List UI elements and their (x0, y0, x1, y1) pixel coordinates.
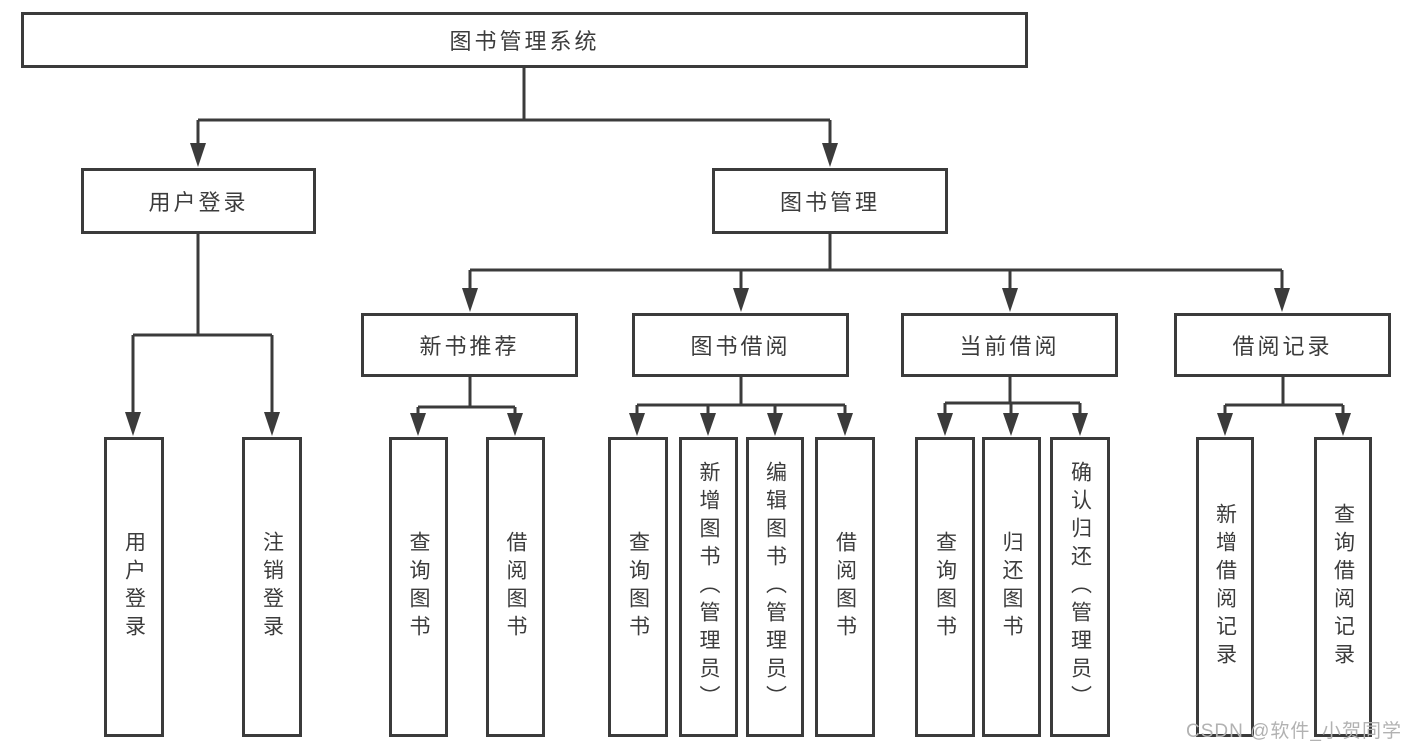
leaf-add-borrow-record-label: 新增借阅记录 (1213, 503, 1237, 671)
leaf-user-login: 用户登录 (104, 437, 164, 737)
arrowhead (1274, 288, 1290, 312)
node-borrow-records-label: 借阅记录 (1232, 334, 1333, 359)
leaf-add-books-admin-label: 新增图书（管理员） (697, 461, 720, 713)
leaf-user-login-label: 用户登录 (122, 531, 146, 643)
node-book-borrow-label: 图书借阅 (690, 334, 791, 359)
leaf-borrow-books: 借阅图书 (815, 437, 875, 737)
leaf-query-borrow-record: 查询借阅记录 (1314, 437, 1372, 737)
node-root: 图书管理系统 (21, 12, 1028, 68)
arrowhead (700, 413, 716, 436)
arrowhead (1335, 413, 1351, 436)
arrowhead (190, 143, 206, 167)
connector-new-book-recommend-children (410, 377, 523, 436)
leaf-query-books-borrow-label: 查询图书 (626, 531, 650, 643)
arrowhead (410, 413, 426, 436)
connector-book-management-to-level3 (462, 234, 1290, 312)
arrowhead (937, 413, 953, 436)
csdn-watermark: CSDN @软件_小贺同学 (1186, 721, 1402, 742)
connector-user-login-children (125, 234, 280, 436)
node-user-login-label: 用户登录 (148, 190, 249, 215)
leaf-logout-login-label: 注销登录 (260, 531, 284, 643)
leaf-query-books-borrow: 查询图书 (608, 437, 668, 737)
leaf-query-books-current-label: 查询图书 (933, 531, 957, 643)
arrowhead (1002, 288, 1018, 312)
leaf-confirm-return-admin: 确认归还（管理员） (1050, 437, 1110, 737)
arrowhead (1003, 413, 1019, 436)
leaf-query-books-current: 查询图书 (915, 437, 975, 737)
node-book-borrow: 图书借阅 (632, 313, 849, 377)
arrowhead (125, 412, 141, 436)
leaf-borrow-books-recommend-label: 借阅图书 (504, 531, 527, 643)
node-new-book-recommend: 新书推荐 (361, 313, 578, 377)
arrowhead (264, 412, 280, 436)
node-book-management-label: 图书管理 (779, 190, 880, 215)
leaf-edit-books-admin: 编辑图书（管理员） (746, 437, 804, 737)
leaf-query-books-recommend: 查询图书 (389, 437, 448, 737)
leaf-query-borrow-record-label: 查询借阅记录 (1331, 503, 1355, 671)
connector-current-borrow-children (937, 377, 1088, 436)
leaf-borrow-books-recommend: 借阅图书 (486, 437, 545, 737)
node-book-management: 图书管理 (712, 168, 948, 234)
leaf-confirm-return-admin-label: 确认归还（管理员） (1068, 461, 1092, 713)
connector-root-to-level2 (190, 68, 838, 167)
node-root-label: 图书管理系统 (449, 29, 600, 54)
node-user-login: 用户登录 (81, 168, 316, 234)
connector-book-borrow-children (629, 377, 853, 436)
arrowhead (837, 413, 853, 436)
leaf-logout-login: 注销登录 (242, 437, 302, 737)
leaf-borrow-books-label: 借阅图书 (833, 531, 857, 643)
leaf-add-borrow-record: 新增借阅记录 (1196, 437, 1254, 737)
arrowhead (1217, 413, 1233, 436)
leaf-return-books-label: 归还图书 (1000, 531, 1023, 643)
arrowhead (507, 413, 523, 436)
node-borrow-records: 借阅记录 (1174, 313, 1391, 377)
arrowhead (1072, 413, 1088, 436)
arrowhead (629, 413, 645, 436)
arrowhead (733, 288, 749, 312)
arrowhead (767, 413, 783, 436)
leaf-add-books-admin: 新增图书（管理员） (679, 437, 738, 737)
leaf-edit-books-admin-label: 编辑图书（管理员） (763, 461, 787, 713)
node-current-borrow: 当前借阅 (901, 313, 1118, 377)
leaf-query-books-recommend-label: 查询图书 (407, 531, 430, 643)
connector-borrow-records-children (1217, 377, 1351, 436)
node-new-book-recommend-label: 新书推荐 (419, 334, 520, 359)
arrowhead (822, 143, 838, 167)
leaf-return-books: 归还图书 (982, 437, 1041, 737)
arrowhead (462, 288, 478, 312)
node-current-borrow-label: 当前借阅 (959, 334, 1060, 359)
